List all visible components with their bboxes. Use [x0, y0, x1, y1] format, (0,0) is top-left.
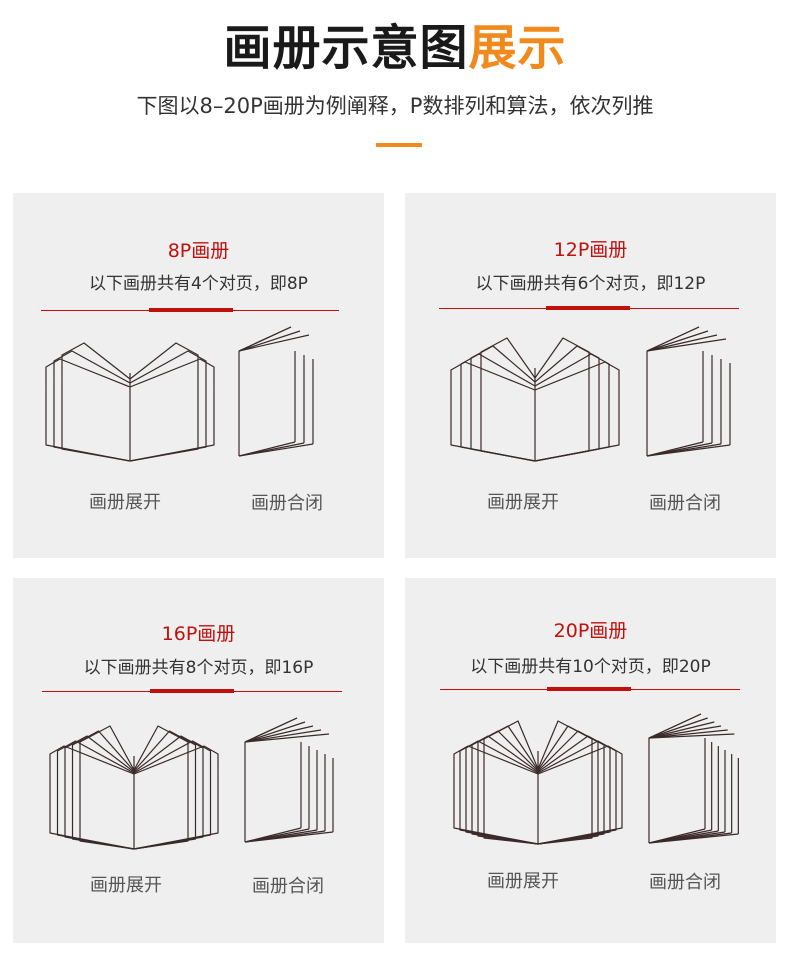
- open-book-right-page: [537, 735, 611, 845]
- open-book-right-page: [133, 725, 189, 850]
- open-book-left-page: [453, 745, 539, 845]
- open-book-caption: 画册展开: [487, 492, 559, 513]
- closed-book-page-top: [244, 725, 314, 743]
- card-title: 20P画册: [553, 620, 628, 642]
- open-book-left-page: [480, 337, 536, 462]
- title-underline: [376, 143, 422, 147]
- closed-book-page-top: [238, 330, 301, 352]
- open-book-left-page: [61, 342, 131, 462]
- closed-book-caption: 画册合闭: [252, 876, 324, 897]
- closed-book-illustration: [648, 713, 739, 844]
- closed-book-page-top: [648, 733, 735, 739]
- open-book-illustration: [49, 725, 219, 850]
- open-book-left-page: [471, 730, 539, 845]
- open-book-left-page: [465, 735, 539, 845]
- card-desc: 以下画册共有10个对页，即20P: [470, 657, 711, 677]
- open-book-right-page: [537, 745, 623, 845]
- open-book-right-page: [534, 353, 610, 462]
- card-title: 16P画册: [161, 623, 236, 645]
- closed-book-caption: 画册合闭: [649, 872, 721, 893]
- card-8p: 8P画册 以下画册共有4个对页，即8P 画册展开 画册合闭: [13, 193, 384, 558]
- open-book-caption: 画册展开: [89, 492, 161, 513]
- card-12p: 12P画册 以下画册共有6个对页，即12P 画册展开 画册合闭: [405, 193, 776, 558]
- open-book-right-page: [133, 745, 219, 850]
- open-book-left-page: [450, 361, 536, 462]
- card-20p: 20P画册 以下画册共有10个对页，即20P 画册展开 画册合闭: [405, 578, 776, 943]
- closed-book-page-top: [648, 729, 728, 739]
- closed-book-cover-top: [648, 713, 702, 739]
- page-subtitle: 下图以8–20P画册为例阐释，P数排列和算法，依次列推: [136, 94, 654, 118]
- closed-book-cover-top: [646, 326, 700, 352]
- card-divider-accent: [546, 306, 630, 310]
- closed-book-illustration: [244, 717, 334, 843]
- card-divider-accent: [547, 687, 631, 691]
- card-divider-accent: [150, 689, 234, 693]
- closed-book-illustration: [646, 326, 731, 457]
- open-book-left-page: [45, 358, 131, 462]
- open-book-caption: 画册展开: [487, 871, 559, 892]
- page-title-main: 画册示意图: [223, 20, 469, 76]
- closed-book-caption: 画册合闭: [251, 493, 323, 514]
- open-book-illustration: [450, 337, 620, 462]
- card-desc: 以下画册共有4个对页，即8P: [89, 274, 308, 294]
- closed-book-page-top: [648, 717, 708, 739]
- closed-book-page-top: [244, 721, 306, 743]
- open-book-left-page: [477, 725, 539, 845]
- page-title-accent: 展示: [468, 20, 567, 76]
- open-book-left-page: [79, 725, 135, 850]
- card-title: 12P画册: [553, 239, 628, 261]
- card-divider-accent: [149, 308, 233, 312]
- closed-book-page-top: [648, 721, 715, 739]
- closed-book-page-bottom: [238, 441, 296, 457]
- closed-book-page-bottom: [648, 828, 706, 844]
- open-book-left-page: [53, 350, 131, 462]
- card-16p: 16P画册 以下画册共有8个对页，即16P 画册展开 画册合闭: [13, 578, 384, 943]
- closed-book-page-top: [646, 330, 709, 352]
- open-book-right-page: [129, 358, 215, 462]
- open-book-illustration: [453, 720, 623, 845]
- open-book-left-page: [483, 720, 539, 845]
- open-book-left-page: [64, 735, 135, 850]
- closed-book-page-top: [238, 334, 310, 352]
- open-book-illustration: [45, 342, 215, 462]
- card-desc: 以下画册共有6个对页，即12P: [475, 274, 706, 294]
- closed-book-page-bottom: [244, 827, 302, 843]
- open-book-right-page: [133, 735, 204, 850]
- card-desc: 以下画册共有8个对页，即16P: [83, 658, 314, 678]
- open-book-right-page: [534, 361, 620, 462]
- open-book-right-page: [537, 725, 599, 845]
- open-book-left-page: [49, 745, 135, 850]
- closed-book-page-top: [646, 338, 727, 352]
- open-book-right-page: [534, 337, 590, 462]
- open-book-right-page: [129, 342, 199, 462]
- closed-book-page-top: [646, 334, 718, 352]
- closed-book-page-bottom: [646, 441, 704, 457]
- closed-book-caption: 画册合闭: [649, 493, 721, 514]
- open-book-left-page: [459, 740, 539, 845]
- closed-book-illustration: [238, 326, 314, 457]
- closed-book-cover-top: [244, 717, 298, 743]
- open-book-left-page: [460, 353, 536, 462]
- open-book-right-page: [537, 740, 617, 845]
- closed-book-page-top: [648, 725, 722, 739]
- open-book-right-page: [537, 730, 605, 845]
- open-book-right-page: [129, 350, 207, 462]
- open-book-caption: 画册展开: [90, 875, 162, 896]
- card-title: 8P画册: [167, 240, 230, 262]
- page-title: 画册示意图展示: [0, 18, 790, 78]
- closed-book-page-top: [244, 733, 330, 743]
- closed-book-page-top: [244, 729, 322, 743]
- closed-book-cover-top: [238, 326, 292, 352]
- open-book-right-page: [537, 720, 593, 845]
